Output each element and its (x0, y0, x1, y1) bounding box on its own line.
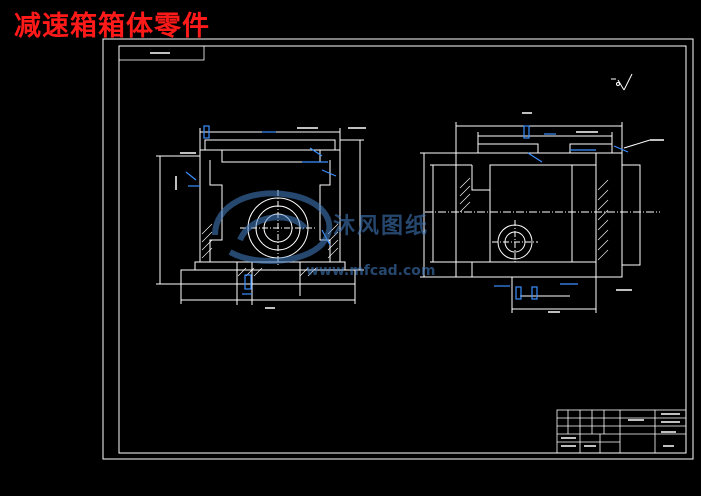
outer-border (102, 38, 694, 460)
front-view-dimension-text (175, 127, 366, 309)
title-block-text (561, 413, 680, 447)
side-view (420, 122, 660, 313)
roughness-icon (611, 73, 633, 91)
side-view-tolerance-marks (494, 125, 629, 300)
title-block (556, 409, 687, 454)
front-view-tolerance-marks (185, 125, 337, 295)
page-title: 减速箱箱体零件 (14, 11, 210, 42)
title-box-topleft (118, 45, 205, 61)
side-view-dimension-text (522, 112, 664, 313)
inner-border (118, 45, 687, 454)
watermark-url: www.mfcad.com (306, 263, 436, 279)
watermark-logo-icon (212, 190, 333, 265)
watermark-text: 沐风图纸 (333, 214, 430, 239)
